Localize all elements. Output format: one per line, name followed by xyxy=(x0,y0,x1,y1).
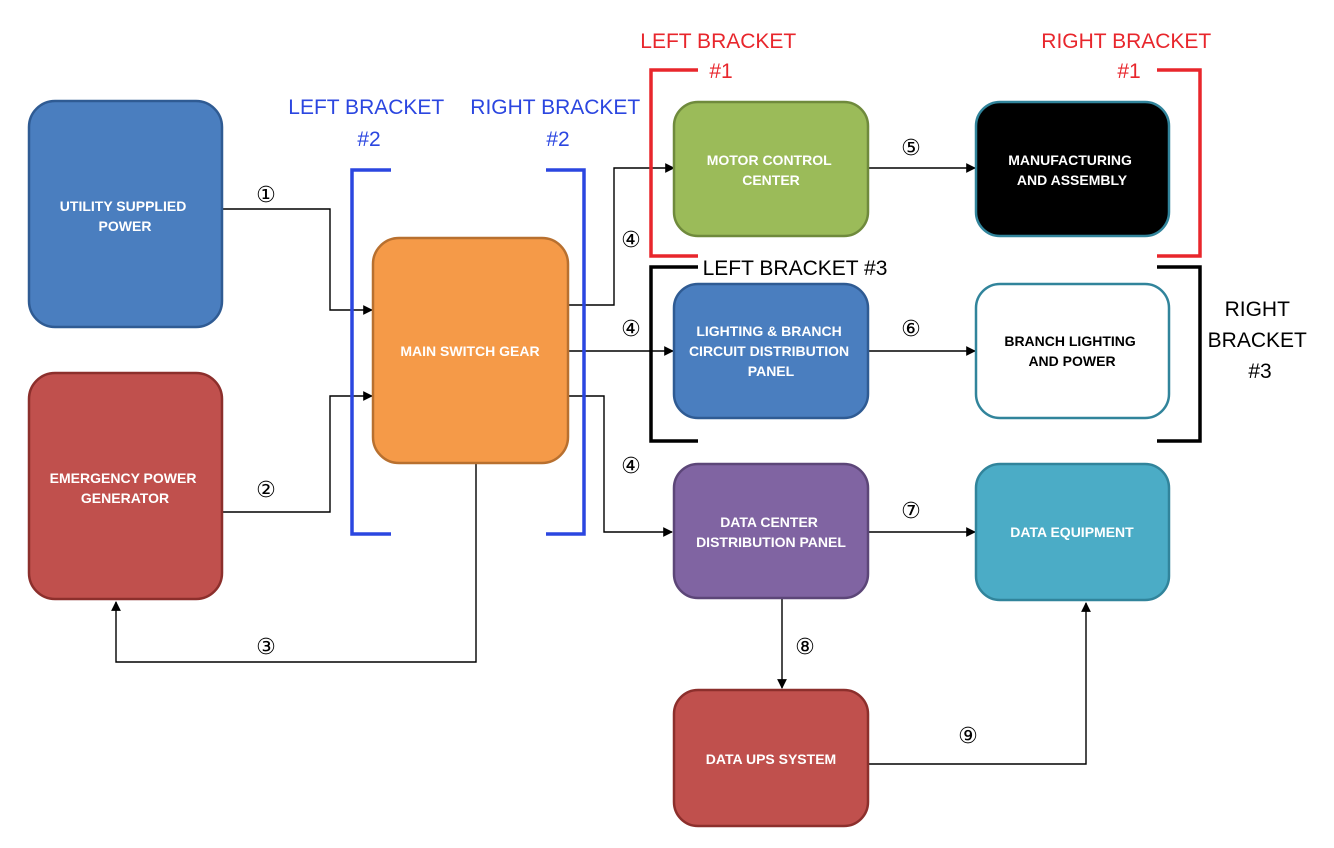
utility-supplied-power-label: UTILITY SUPPLIED POWER xyxy=(60,198,190,234)
left-bracket-3-label: LEFT BRACKET #3 xyxy=(703,257,888,280)
connection-number-2: ② xyxy=(256,478,276,503)
data-equipment-box: DATA EQUIPMENT xyxy=(974,462,1171,602)
bracket-labels: LEFT BRACKET #1 RIGHT BRACKET #1 LEFT BR… xyxy=(288,30,1313,383)
motor-control-center-box: MOTOR CONTROL CENTER xyxy=(672,100,870,238)
connection-number-4c: ④ xyxy=(621,454,641,479)
connection-number-9: ⑨ xyxy=(958,724,978,749)
connector-9 xyxy=(868,602,1091,765)
manufacturing-assembly-label: MANUFACTURING AND ASSEMBLY xyxy=(1008,152,1136,188)
right-bracket-1-label: RIGHT BRACKET #1 xyxy=(1041,30,1216,83)
right-bracket-1 xyxy=(1157,68,1202,258)
data-ups-system-box: DATA UPS SYSTEM xyxy=(672,688,870,828)
motor-control-center-label: MOTOR CONTROL CENTER xyxy=(707,152,836,188)
left-bracket-2-label: LEFT BRACKET #2 xyxy=(288,96,449,151)
brackets xyxy=(350,68,1202,536)
left-bracket-1-label: LEFT BRACKET #1 xyxy=(640,30,801,83)
connection-numbers: ① ② ③ ④ ④ ④ ⑤ ⑥ ⑦ ⑧ ⑨ xyxy=(256,136,978,749)
boxes: UTILITY SUPPLIED POWER EMERGENCY POWER G… xyxy=(27,99,1171,828)
branch-lighting-power-box: BRANCH LIGHTING AND POWER xyxy=(974,282,1171,420)
left-bracket-1 xyxy=(649,68,698,258)
right-bracket-2 xyxy=(546,168,586,536)
lighting-branch-panel-box: LIGHTING & BRANCH CIRCUIT DISTRIBUTION P… xyxy=(672,282,870,420)
right-bracket-3-label: RIGHT BRACKET #3 xyxy=(1208,298,1313,383)
connection-number-1: ① xyxy=(256,183,276,208)
data-center-panel-label: DATA CENTER DISTRIBUTION PANEL xyxy=(696,514,846,550)
connector-3 xyxy=(111,463,477,663)
utility-supplied-power-box: UTILITY SUPPLIED POWER xyxy=(27,99,224,329)
manufacturing-assembly-box: MANUFACTURING AND ASSEMBLY xyxy=(974,100,1171,238)
left-bracket-3 xyxy=(649,265,698,443)
emergency-power-generator-box: EMERGENCY POWER GENERATOR xyxy=(27,371,224,601)
data-ups-system-label: DATA UPS SYSTEM xyxy=(706,751,836,767)
connectors xyxy=(111,163,1091,765)
data-equipment-label: DATA EQUIPMENT xyxy=(1010,524,1134,540)
left-bracket-2 xyxy=(350,168,391,536)
connection-number-4b: ④ xyxy=(621,317,641,342)
data-center-panel-box: DATA CENTER DISTRIBUTION PANEL xyxy=(672,462,870,600)
connector-4a xyxy=(568,163,675,306)
connector-1 xyxy=(222,208,373,315)
connection-number-3: ③ xyxy=(256,635,276,660)
right-bracket-3 xyxy=(1157,265,1202,443)
connection-number-7: ⑦ xyxy=(901,499,921,524)
lighting-branch-panel-label: LIGHTING & BRANCH CIRCUIT DISTRIBUTION P… xyxy=(689,323,853,379)
connection-number-5: ⑤ xyxy=(901,136,921,161)
branch-lighting-power-label: BRANCH LIGHTING AND POWER xyxy=(1004,333,1139,369)
connection-number-6: ⑥ xyxy=(901,317,921,342)
connection-number-4a: ④ xyxy=(621,228,641,253)
emergency-power-generator-label: EMERGENCY POWER GENERATOR xyxy=(50,470,201,506)
main-switch-gear-label: MAIN SWITCH GEAR xyxy=(400,343,539,359)
main-switch-gear-box: MAIN SWITCH GEAR xyxy=(371,236,570,465)
connection-number-8: ⑧ xyxy=(795,635,815,660)
connector-2 xyxy=(222,391,373,513)
connector-4c xyxy=(568,395,673,537)
right-bracket-2-label: RIGHT BRACKET #2 xyxy=(470,96,645,151)
